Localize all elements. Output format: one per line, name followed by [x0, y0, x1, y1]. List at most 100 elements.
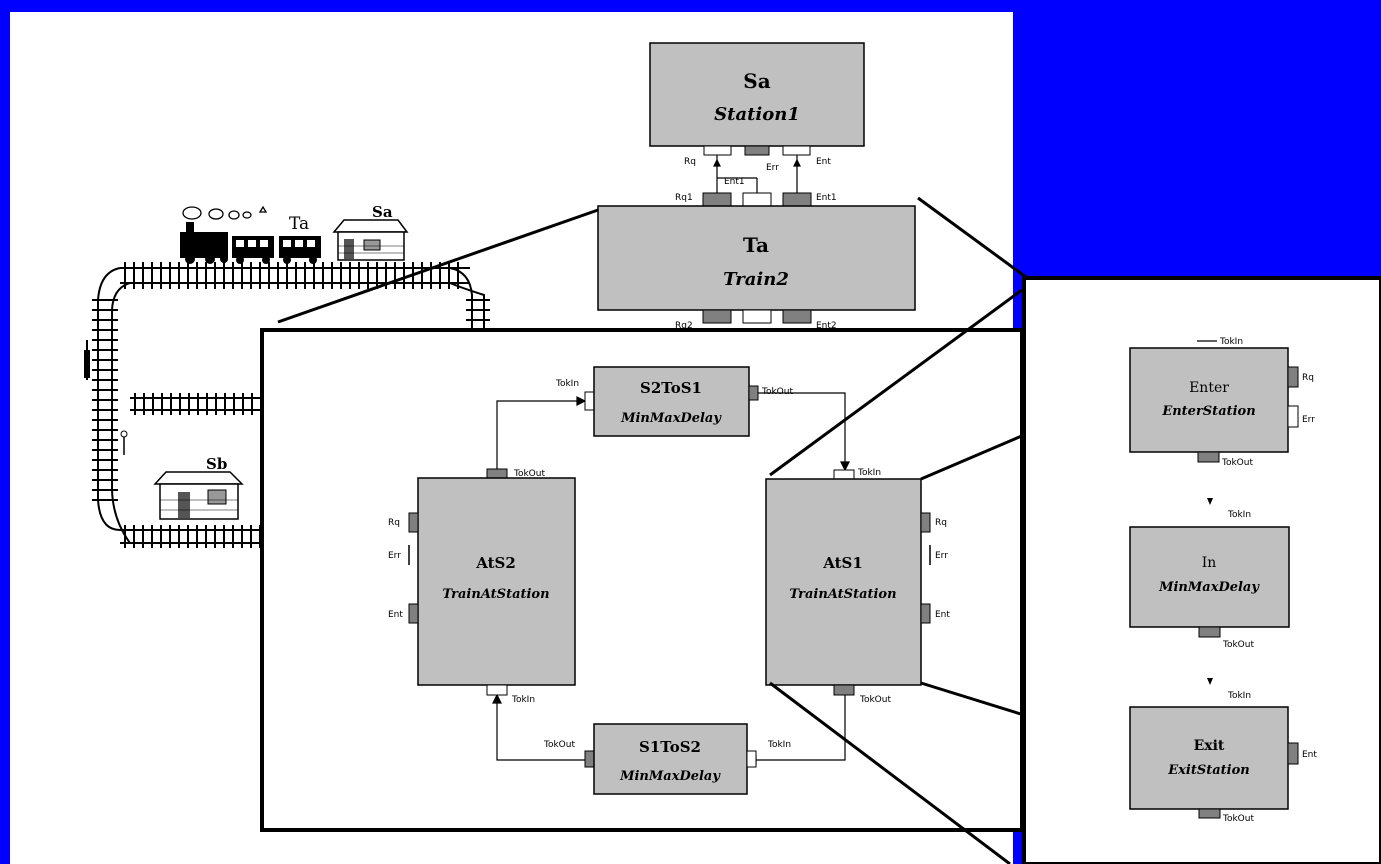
ats1-name: AtS1	[822, 554, 863, 572]
port-ent	[782, 145, 811, 156]
exit-type: ExitStation	[1167, 763, 1250, 778]
s2tos1-type: MinMaxDelay	[620, 411, 722, 426]
station-name: Sa	[743, 69, 770, 93]
train-port-rq1-label: Rq1	[675, 193, 693, 203]
ats2-block[interactable]: AtS2 TrainAtStation	[408, 468, 576, 696]
s1tos2-block[interactable]: S1ToS2 MinMaxDelay	[584, 723, 757, 795]
s1tos2-port-out-label: TokOut	[543, 740, 575, 750]
s2tos1-port-in-label: TokIn	[555, 379, 579, 389]
station-train-links	[713, 155, 801, 193]
port-tokin	[584, 391, 595, 411]
in-block[interactable]: In MinMaxDelay	[1129, 526, 1290, 638]
port-ent	[408, 603, 419, 624]
train-port-ent1-upper-label: Ent1	[724, 177, 745, 187]
port-ent	[920, 603, 931, 624]
track-train-label: Ta	[289, 214, 309, 234]
enter-port-top-label: TokIn	[1219, 337, 1243, 347]
ats1-type: TrainAtStation	[789, 587, 896, 602]
track-ties-left	[92, 299, 118, 501]
train-name: Ta	[743, 233, 769, 257]
s1tos2-port-in-label: TokIn	[767, 740, 791, 750]
port-tokin	[746, 750, 757, 768]
port-ent1	[782, 192, 812, 207]
port-rq	[703, 145, 732, 156]
ats2-port-err-label: Err	[388, 551, 401, 561]
track-ties-right	[466, 299, 490, 321]
ats2-port-ent-label: Ent	[388, 610, 403, 620]
enter-port-bottom-label: TokOut	[1221, 458, 1253, 468]
ats1-block[interactable]: AtS1 TrainAtStation	[765, 469, 931, 696]
port-ent	[1287, 742, 1299, 765]
enter-port-err-label: Err	[1302, 415, 1315, 425]
port-tokout	[833, 684, 855, 696]
train-port-ent1-label: Ent1	[816, 193, 837, 203]
ats2-port-top-label: TokOut	[513, 469, 545, 479]
enter-port-rq-label: Rq	[1302, 373, 1314, 383]
ats2-port-rq-label: Rq	[388, 518, 400, 528]
exit-name: Exit	[1194, 738, 1225, 754]
s2tos1-block[interactable]: S2ToS1 MinMaxDelay	[584, 366, 759, 437]
port-rq1	[702, 192, 732, 207]
track-right-curve	[449, 267, 485, 330]
signal-left-lower	[120, 430, 128, 455]
port-tokout	[584, 750, 595, 768]
signal-left	[84, 340, 90, 380]
in-port-bottom-label: TokOut	[1222, 640, 1254, 650]
zoom-connector-lines	[277, 196, 1031, 324]
ats1-port-top-label: TokIn	[857, 468, 881, 478]
zoom-connector-lines-right	[769, 288, 1025, 864]
ats1-port-err-label: Err	[935, 551, 948, 561]
exit-block[interactable]: Exit ExitStation	[1129, 706, 1299, 819]
port-rq2	[702, 309, 732, 324]
port-err	[1287, 405, 1299, 428]
track-ties-middle	[134, 393, 262, 415]
train-type: Train2	[723, 269, 789, 290]
s2tos1-port-out-label: TokOut	[761, 387, 793, 397]
port-tokout	[1198, 626, 1221, 638]
train-block[interactable]: Ta Train2	[597, 192, 916, 324]
ats2-name: AtS2	[475, 554, 516, 572]
track-station-b-label: Sb	[206, 455, 227, 473]
station-type: Station1	[714, 104, 800, 125]
enter-block[interactable]: Enter EnterStation	[1129, 340, 1299, 463]
exit-port-ent-label: Ent	[1302, 750, 1317, 760]
station-port-ent-label: Ent	[816, 157, 831, 167]
enter-name: Enter	[1189, 380, 1229, 396]
port-rq	[408, 512, 419, 533]
ats2-port-bottom-label: TokIn	[511, 695, 535, 705]
track-illustration: Ta Sa Sb	[84, 203, 490, 548]
enter-type: EnterStation	[1161, 404, 1255, 419]
port-tokin	[833, 469, 855, 480]
station-block[interactable]: Sa Station1	[649, 42, 865, 147]
train-car-icon	[232, 236, 274, 264]
s1tos2-name: S1ToS2	[639, 738, 701, 756]
ats1-port-bottom-label: TokOut	[859, 695, 891, 705]
exit-port-top-label: TokIn	[1227, 691, 1251, 701]
port-tokout	[486, 468, 508, 479]
station-port-rq-label: Rq	[684, 157, 696, 167]
station-port-err-label: Err	[766, 163, 779, 173]
port-tokout	[1197, 451, 1220, 463]
arrow-in-exit	[1207, 678, 1213, 685]
s2tos1-name: S2ToS1	[640, 379, 702, 397]
in-port-top-label: TokIn	[1227, 510, 1251, 520]
in-name: In	[1202, 555, 1217, 571]
train-car-icon	[279, 236, 321, 264]
locomotive-icon	[180, 222, 228, 264]
port-mid	[742, 192, 772, 207]
port-ent2	[782, 309, 812, 324]
port-mid-bottom	[742, 309, 772, 324]
train-port-rq2-label: Rq2	[675, 321, 693, 331]
ats1-port-rq-label: Rq	[935, 518, 947, 528]
track-ties-bottom	[124, 525, 261, 548]
smoke-icon	[182, 205, 268, 220]
train-port-ent2-label: Ent2	[816, 321, 837, 331]
port-rq	[1287, 366, 1299, 388]
port-tokout	[748, 385, 759, 401]
s1tos2-type: MinMaxDelay	[619, 769, 721, 784]
port-err	[744, 145, 770, 156]
ats2-type: TrainAtStation	[442, 587, 549, 602]
arrow-enter-in	[1207, 498, 1213, 505]
exit-port-bottom-label: TokOut	[1222, 814, 1254, 824]
